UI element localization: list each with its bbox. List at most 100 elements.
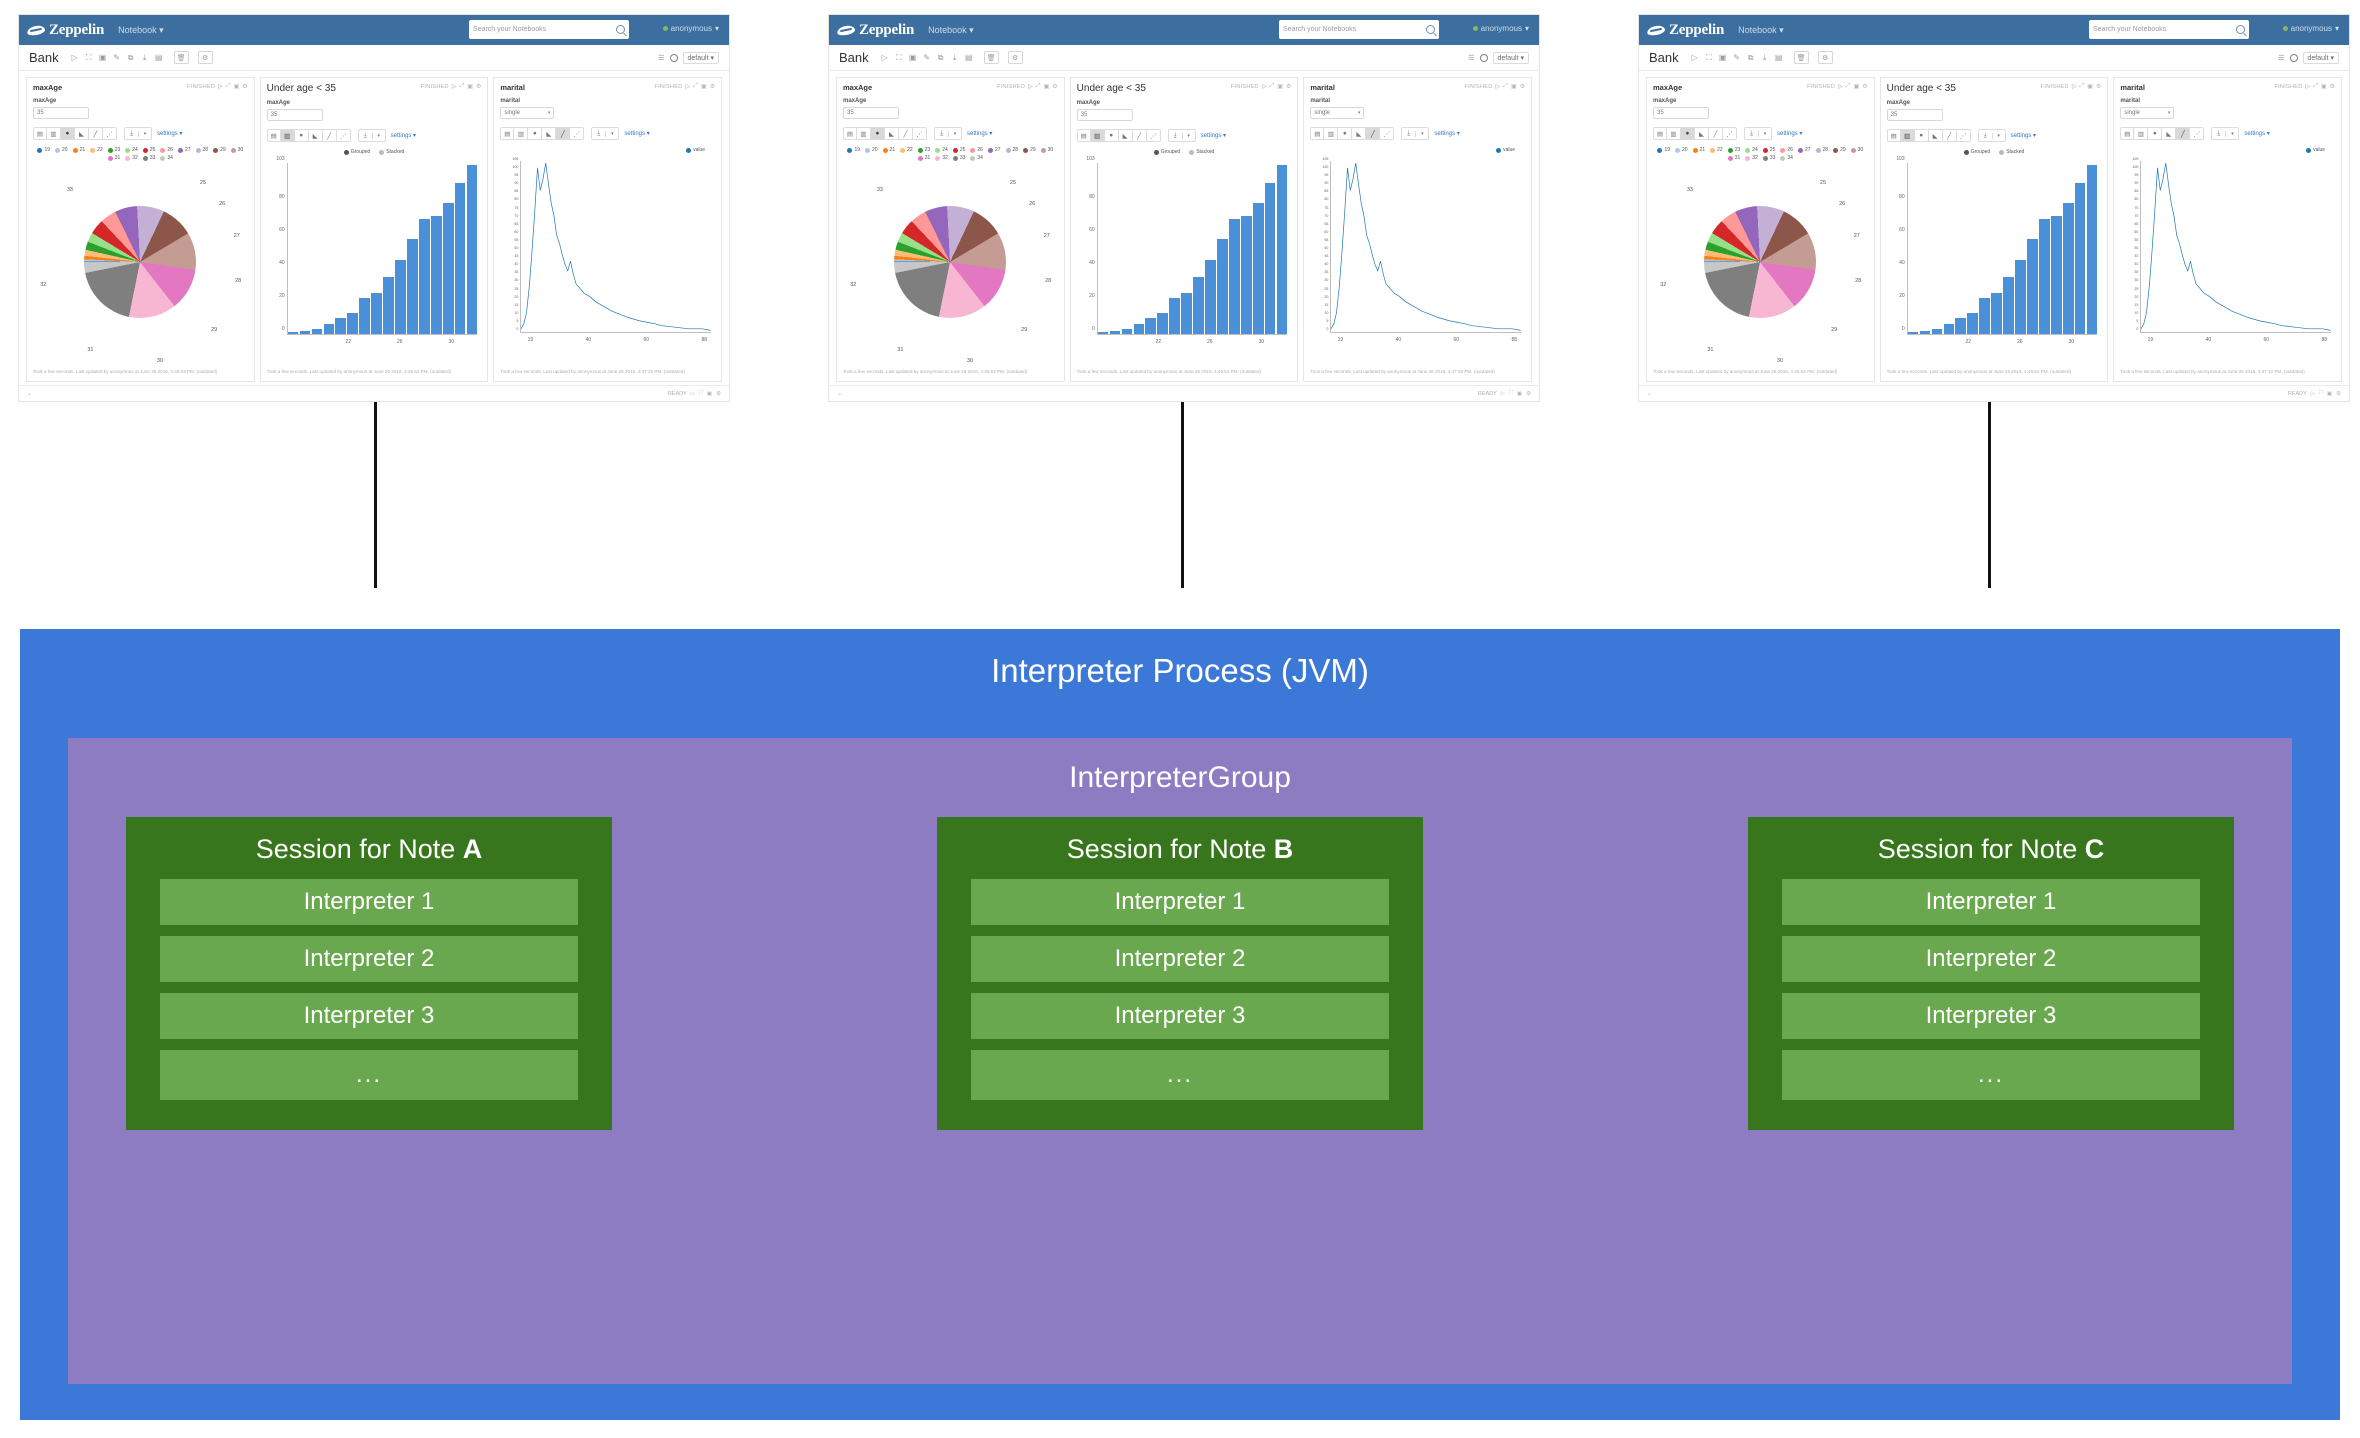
chevron-down-icon[interactable]: ▾ xyxy=(948,130,961,137)
footer-icon[interactable]: ▷ xyxy=(690,390,695,397)
viz-line-chart-icon[interactable]: ╱ xyxy=(1132,129,1147,142)
legend-item[interactable]: 22 xyxy=(90,147,103,153)
legend-item[interactable]: 22 xyxy=(900,147,913,153)
legend-item[interactable]: 34 xyxy=(970,155,983,161)
legend-item[interactable]: 21 xyxy=(882,147,895,153)
viz-bar-chart-icon[interactable]: ▥ xyxy=(1324,127,1339,140)
run-all-icon[interactable]: ▷ xyxy=(1691,52,1698,62)
legend-item[interactable]: 23 xyxy=(107,147,120,153)
interpreter-select[interactable]: default ▾ xyxy=(2302,51,2339,64)
notebook-menu[interactable]: Notebook ▾ xyxy=(118,24,164,35)
maxage-input[interactable]: 35 xyxy=(33,107,89,119)
legend-item[interactable]: 24 xyxy=(1745,147,1758,153)
download-group[interactable]: ⤓▾ xyxy=(124,127,152,140)
viz-table-icon[interactable]: ▤ xyxy=(500,127,515,140)
maxage-input[interactable]: 35 xyxy=(1886,109,1943,121)
viz-scatter-chart-icon[interactable]: ⋰ xyxy=(103,127,117,140)
search-input[interactable]: Search your Notebooks xyxy=(1279,20,1439,39)
viz-area-chart-icon[interactable]: ◣ xyxy=(1352,127,1367,140)
footer-icon[interactable]: ⛶ xyxy=(699,390,703,396)
search-icon[interactable] xyxy=(1426,25,1435,34)
interpreter-select[interactable]: default ▾ xyxy=(682,51,719,64)
interpreter-binding-icon[interactable] xyxy=(669,53,678,62)
zeppelin-logo[interactable]: Zeppelin xyxy=(1647,22,1724,39)
hide-editor-icon[interactable]: ▣ xyxy=(233,84,240,90)
viz-bar-chart-icon[interactable]: ▥ xyxy=(1667,127,1681,140)
viz-area-chart-icon[interactable]: ◣ xyxy=(1695,127,1709,140)
viz-area-chart-icon[interactable]: ◣ xyxy=(2162,127,2177,140)
viz-line-chart-icon[interactable]: ╱ xyxy=(1709,127,1723,140)
settings-link[interactable]: settings ▾ xyxy=(1777,131,1803,137)
interpreter-select[interactable]: default ▾ xyxy=(1492,51,1529,64)
legend-item[interactable]: 33 xyxy=(1762,155,1775,161)
legend-item-value[interactable]: value xyxy=(686,147,705,153)
viz-pie-chart-icon[interactable]: ● xyxy=(1338,127,1353,140)
user-menu[interactable]: anonymous▾ xyxy=(1472,24,1529,33)
legend-item[interactable]: 26 xyxy=(160,147,173,153)
download-icon[interactable]: ⤓ xyxy=(1173,131,1177,139)
run-paragraph-icon[interactable]: ▷ xyxy=(1028,84,1033,90)
download-icon[interactable]: ⤓ xyxy=(940,129,943,137)
hide-editor-icon[interactable]: ▣ xyxy=(1510,84,1517,90)
version-control-icon[interactable]: ▤ xyxy=(1774,52,1783,62)
viz-table-icon[interactable]: ▤ xyxy=(843,127,857,140)
settings-link[interactable]: settings ▾ xyxy=(967,131,993,137)
download-group[interactable]: ⤓▾ xyxy=(934,127,962,140)
viz-table-icon[interactable]: ▤ xyxy=(33,127,47,140)
viz-table-icon[interactable]: ▤ xyxy=(1886,129,1901,142)
viz-area-chart-icon[interactable]: ◣ xyxy=(75,127,89,140)
footer-icon[interactable]: ⚙ xyxy=(1526,390,1531,397)
paragraph-settings-icon[interactable]: ⚙ xyxy=(1519,84,1526,90)
clear-output-icon[interactable]: ✎ xyxy=(113,52,120,62)
search-icon[interactable] xyxy=(2236,25,2245,34)
legend-item[interactable]: 30 xyxy=(230,147,243,153)
paragraph-settings-icon[interactable]: ⚙ xyxy=(1285,84,1292,90)
run-paragraph-icon[interactable]: ▷ xyxy=(2071,84,2077,90)
version-control-icon[interactable]: ▤ xyxy=(964,52,973,62)
list-icon[interactable]: ☰ xyxy=(2278,54,2285,62)
hide-editor-icon[interactable]: ▣ xyxy=(2320,84,2327,90)
legend-item-grouped[interactable]: Grouped xyxy=(1963,149,1990,155)
viz-scatter-chart-icon[interactable]: ⋰ xyxy=(1380,127,1395,140)
viz-area-chart-icon[interactable]: ◣ xyxy=(1928,129,1943,142)
viz-line-chart-icon[interactable]: ╱ xyxy=(1942,129,1957,142)
viz-scatter-chart-icon[interactable]: ⋰ xyxy=(1723,127,1737,140)
viz-pie-chart-icon[interactable]: ● xyxy=(528,127,543,140)
maxage-input[interactable]: 35 xyxy=(843,107,899,119)
download-icon[interactable]: ⤓ xyxy=(597,129,601,137)
export-note-icon[interactable]: ⤓ xyxy=(952,52,957,62)
legend-item[interactable]: 23 xyxy=(1727,147,1740,153)
expand-icon[interactable]: ⤢ xyxy=(2313,83,2318,89)
marital-select[interactable]: single▾ xyxy=(500,107,555,119)
legend-item[interactable]: 29 xyxy=(213,147,226,153)
legend-item[interactable]: 32 xyxy=(935,155,948,161)
viz-line-chart-icon[interactable]: ╱ xyxy=(899,127,913,140)
maxage-input[interactable]: 35 xyxy=(1653,107,1709,119)
legend-item[interactable]: 31 xyxy=(107,155,120,161)
search-input[interactable]: Search your Notebooks xyxy=(2089,20,2249,39)
chevron-down-icon[interactable]: ▾ xyxy=(138,130,151,137)
viz-bar-chart-icon[interactable]: ▥ xyxy=(1090,129,1105,142)
hide-editor-icon[interactable]: ▣ xyxy=(467,84,473,90)
export-note-icon[interactable]: ⤓ xyxy=(1762,52,1767,62)
run-all-icon[interactable]: ▷ xyxy=(71,52,78,62)
footer-icon[interactable]: ▷ xyxy=(2310,390,2315,397)
download-icon[interactable]: ⤓ xyxy=(1407,129,1411,137)
legend-item[interactable]: 24 xyxy=(935,147,948,153)
legend-item[interactable]: 29 xyxy=(1833,147,1846,153)
clone-note-icon[interactable]: ⧉ xyxy=(1747,52,1754,62)
chevron-down-icon[interactable]: ▾ xyxy=(2225,130,2238,137)
chevron-down-icon[interactable]: ▾ xyxy=(1181,132,1195,139)
download-group[interactable]: ⤓▾ xyxy=(591,127,620,140)
expand-icon[interactable]: ⤢ xyxy=(693,83,698,89)
legend-item[interactable]: 19 xyxy=(847,147,860,153)
legend-item-stacked[interactable]: Stacked xyxy=(1999,149,2024,155)
note-settings-button[interactable]: ⚙ xyxy=(197,51,213,64)
paragraph-settings-icon[interactable]: ⚙ xyxy=(2095,84,2102,90)
user-menu[interactable]: anonymous▾ xyxy=(662,24,719,33)
